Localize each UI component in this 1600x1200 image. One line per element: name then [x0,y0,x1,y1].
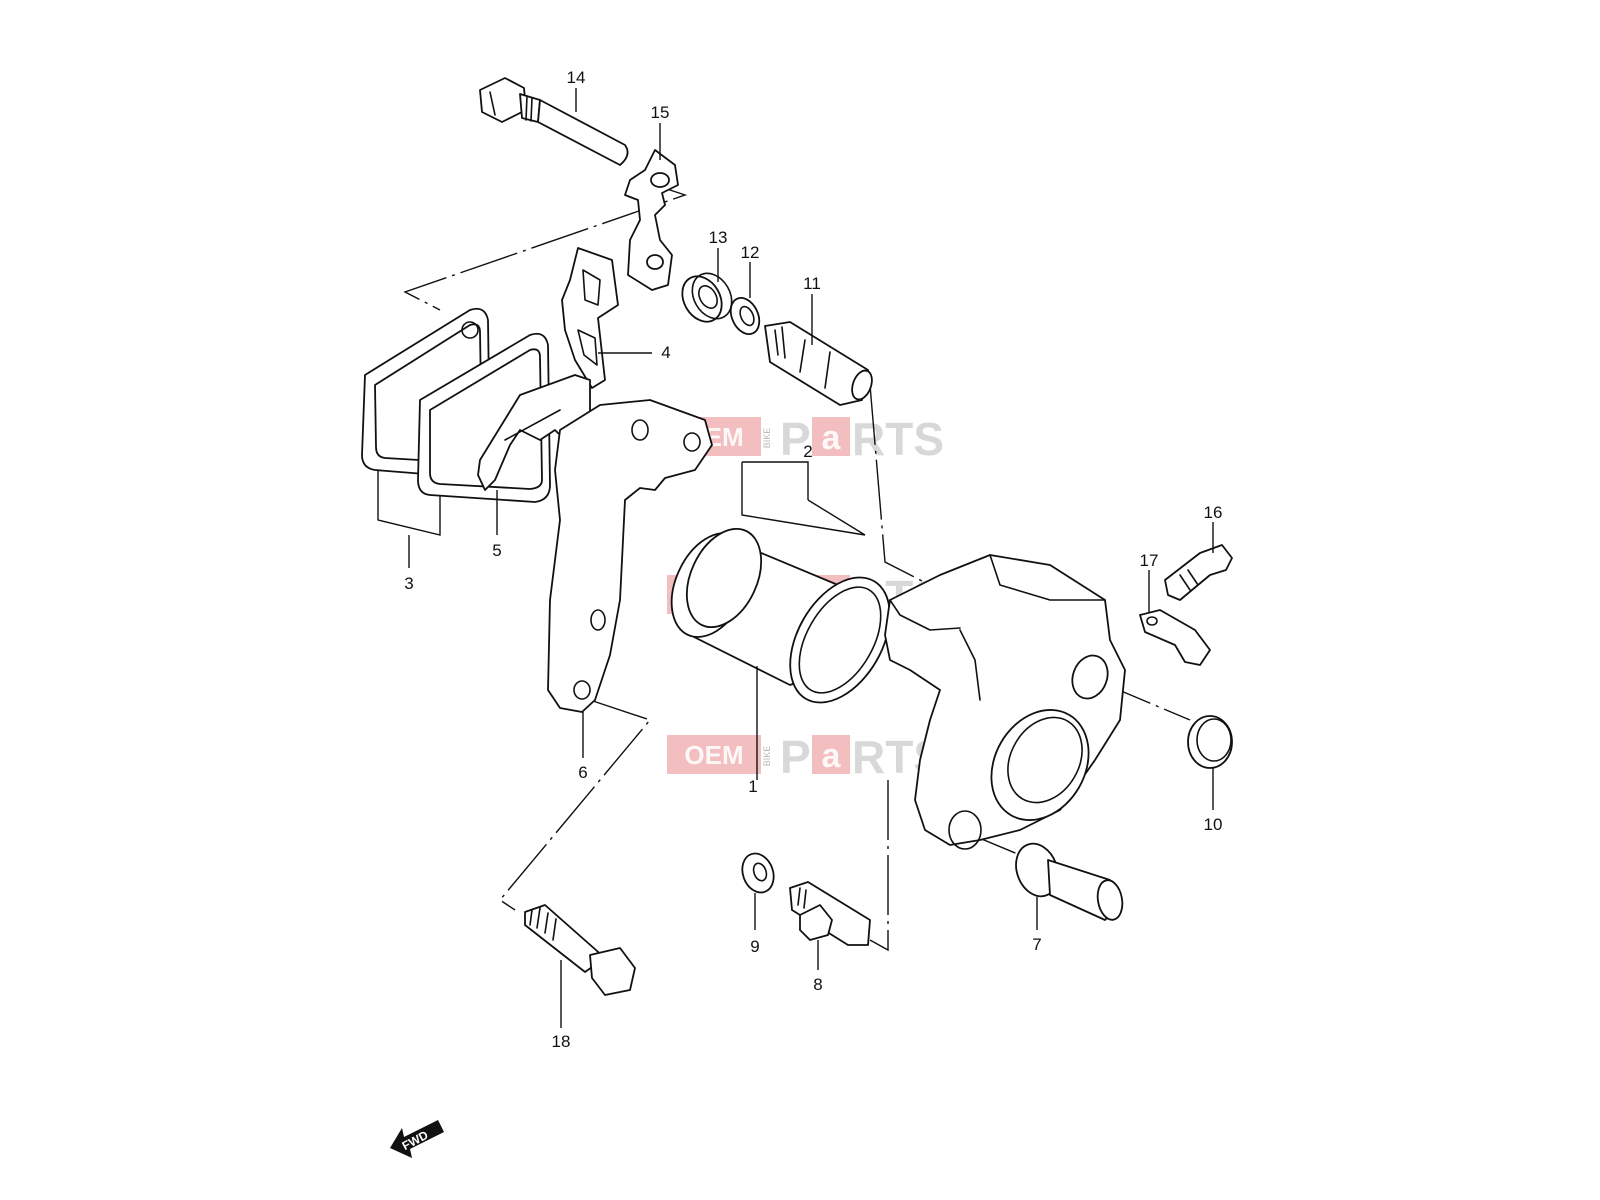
part-12-ring [729,297,761,335]
watermark-3: OEM BIKE P a RTS [667,731,944,783]
part-4-pad-retainer [561,247,619,389]
part-2-piston-seal [789,576,891,704]
watermark-p: P [780,413,811,465]
watermark-p: P [780,731,811,783]
label-part-15: 15 [651,103,670,122]
label-part-6: 6 [578,763,587,782]
part-13-boot [681,272,733,323]
part-18-bracket-bolt [524,904,636,996]
label-part-10: 10 [1204,815,1223,834]
part-9-washer [741,852,775,894]
label-part-11: 11 [803,274,821,293]
part-10-cap [1187,715,1233,769]
part-labels: 1 2 3 4 5 6 7 8 9 10 11 12 13 14 15 16 1… [404,68,1222,1051]
part-3-brake-pads [361,307,551,503]
label-part-8: 8 [813,975,822,994]
label-part-2: 2 [803,442,812,461]
part-15-lock-plate [624,149,679,291]
part-8-bolt [789,881,871,946]
watermark-a: a [822,419,842,457]
label-part-12: 12 [741,243,760,262]
watermark-bike: BIKE [762,746,772,767]
watermark-a: a [822,737,842,775]
part-1-piston [670,527,855,686]
label-part-14: 14 [567,68,586,87]
part-7-slide-pin [1015,842,1124,921]
part-14-slide-pin-bolt [479,77,629,166]
assembly-lines [403,179,1191,952]
label-part-9: 9 [750,937,759,956]
label-part-16: 16 [1204,503,1223,522]
label-part-7: 7 [1032,935,1041,954]
label-part-4: 4 [661,343,670,362]
fwd-arrow-icon: FWD [390,1120,444,1158]
watermark-rts: RTS [852,413,944,465]
part-16-bleeder-valve [1164,544,1233,601]
label-part-18: 18 [552,1032,571,1051]
label-part-3: 3 [404,574,413,593]
part-11-pin [764,321,873,406]
part-5-pad-spring [477,374,591,491]
watermark-bike: BIKE [762,428,772,449]
label-part-17: 17 [1140,551,1159,570]
label-part-5: 5 [492,541,501,560]
label-part-13: 13 [709,228,728,247]
part-6-caliper-bracket [547,399,713,713]
caliper-body [884,554,1126,850]
watermark-1: OEM BIKE P a RTS [667,413,944,465]
leader-lines [377,88,1214,1028]
watermark-oem: OEM [684,740,743,770]
part-17-bleeder-cap [1139,609,1211,666]
label-part-1: 1 [748,777,757,796]
